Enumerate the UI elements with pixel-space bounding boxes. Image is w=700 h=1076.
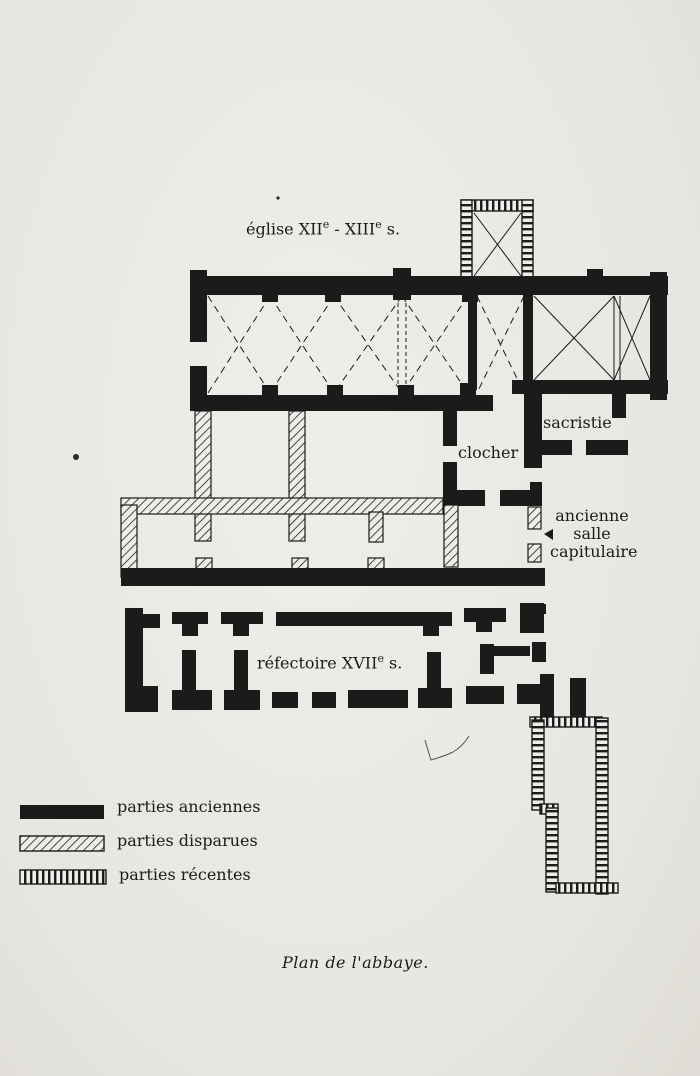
ink-dot (73, 454, 79, 460)
legend-swatches (19, 805, 107, 885)
legend-swatch-ladder (19, 869, 107, 885)
pencil-mark (424, 735, 470, 761)
legend-swatch-solid (20, 805, 104, 819)
north-chapel (460, 199, 534, 279)
church-sep: - XIII (329, 219, 376, 239)
chapter-line3: capitulaire (550, 542, 638, 561)
legend-label-solid: parties anciennes (117, 797, 261, 816)
church-tail: s. (381, 219, 401, 239)
plan-caption: Plan de l'abbaye. (282, 953, 429, 972)
chapter-line1: ancienne (555, 506, 629, 525)
sacristy-walls (524, 380, 628, 468)
church-name: église XII (246, 219, 323, 239)
label-church: église XIIe - XIIIe s. (246, 218, 400, 239)
church-sup1: e (322, 218, 330, 231)
label-sacristy: sacristie (543, 413, 612, 432)
church-sup2: e (375, 218, 382, 231)
cloister-lost-walls (120, 410, 542, 578)
label-bell-tower: clocher (458, 443, 519, 462)
chapter-line2: salle (573, 524, 611, 543)
refectory-tail: s. (383, 653, 403, 673)
refectory-name: réfectoire XVII (257, 653, 378, 673)
label-chapter-room: ancienne salle capitulaire (550, 506, 638, 561)
label-refectory: réfectoire XVIIe s. (257, 652, 402, 673)
refectory-sup: e (377, 652, 384, 665)
ink-dot (276, 196, 280, 200)
legend-label-ladder: parties récentes (119, 865, 251, 884)
recent-annex (529, 716, 619, 895)
church-vaults (207, 295, 525, 394)
choir-vaults (533, 295, 651, 381)
legend-swatch-hatched (19, 835, 105, 852)
chapter-marker (544, 529, 553, 540)
bell-tower-walls (443, 408, 542, 506)
legend-label-hatched: parties disparues (117, 831, 258, 850)
refectory-walls (121, 568, 586, 718)
